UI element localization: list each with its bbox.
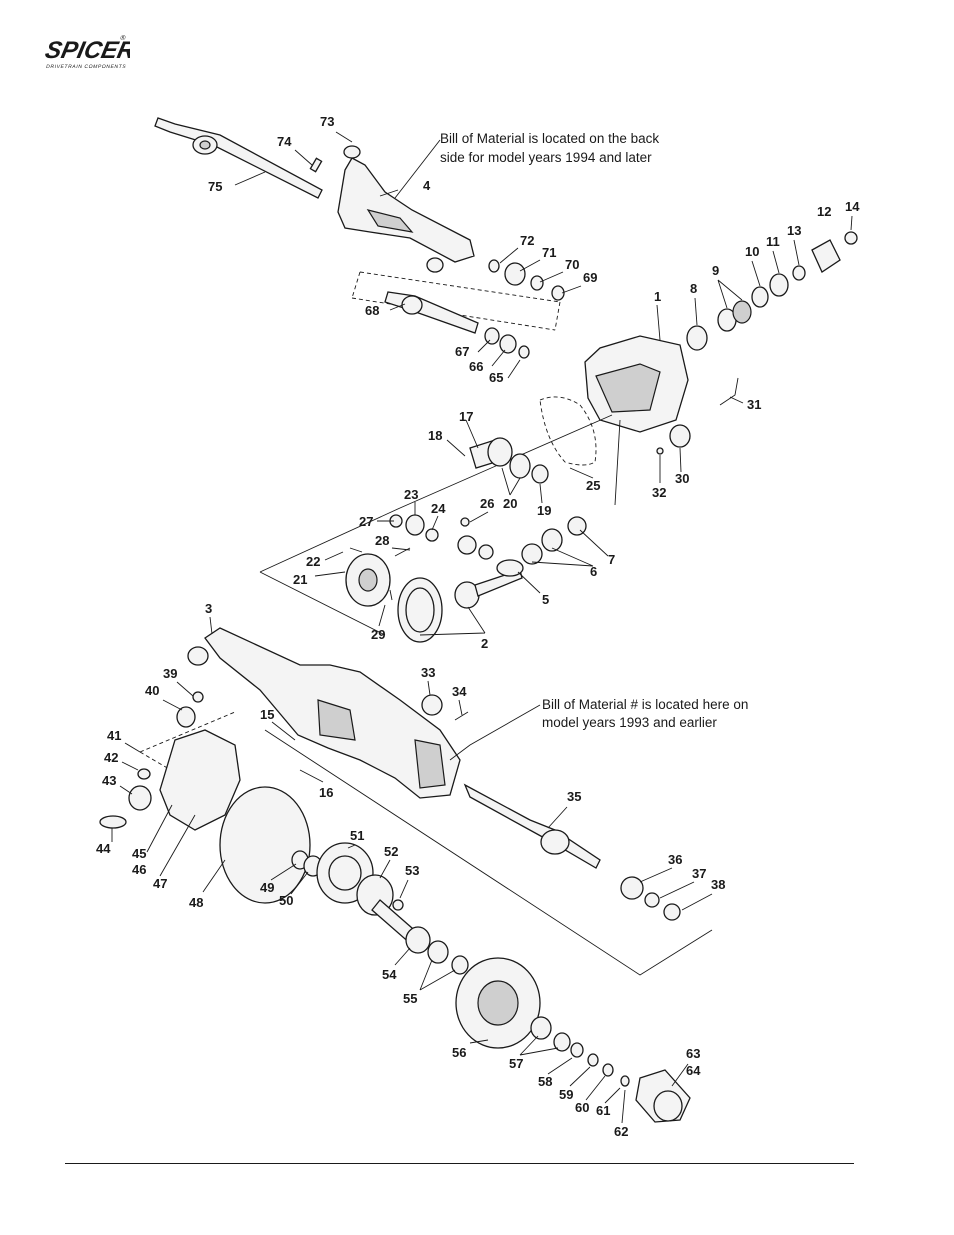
callout-56: 56 [452,1045,466,1060]
footer-rule [65,1163,854,1164]
callout-64: 64 [686,1063,701,1078]
callout-60: 60 [575,1100,589,1115]
callout-7: 7 [608,552,615,567]
callout-10: 10 [745,244,759,259]
callout-69: 69 [583,270,597,285]
spicer-logo: SPICER ® DRIVETRAIN COMPONENTS [43,34,130,70]
note-1993-line1: Bill of Material # is located here on [542,697,748,712]
callout-labels: 1 2 3 4 5 6 7 8 9 10 11 13 12 14 15 16 1… [96,114,860,1139]
callout-6: 6 [590,564,597,579]
callout-73: 73 [320,114,334,129]
callout-42: 42 [104,750,118,765]
callout-71: 71 [542,245,556,260]
callout-5: 5 [542,592,549,607]
callout-31: 31 [747,397,761,412]
callout-44: 44 [96,841,111,856]
callout-3: 3 [205,601,212,616]
callout-1: 1 [654,289,661,304]
callout-45: 45 [132,846,146,861]
left-axle-shaft-assembly [154,117,475,273]
callout-20: 20 [503,496,517,511]
callout-66: 66 [469,359,483,374]
callout-54: 54 [382,967,397,982]
differential-internals [259,414,621,643]
callout-37: 37 [692,866,706,881]
callout-4: 4 [423,178,431,193]
callout-55: 55 [403,991,417,1006]
callout-72: 72 [520,233,534,248]
callout-19: 19 [537,503,551,518]
callout-59: 59 [559,1087,573,1102]
callout-14: 14 [845,199,860,214]
callout-65: 65 [489,370,503,385]
callout-48: 48 [189,895,203,910]
callout-38: 38 [711,877,725,892]
callout-61: 61 [596,1103,610,1118]
callout-46: 46 [132,862,146,877]
callout-8: 8 [690,281,697,296]
callout-11: 11 [766,234,780,249]
callout-34: 34 [452,684,467,699]
differential-carrier-housing [584,231,858,455]
callout-12-13: 13 [787,223,801,238]
note-1993-leader [449,704,541,761]
callout-70: 70 [565,257,579,272]
callout-17: 17 [459,409,473,424]
callout-9: 9 [712,263,719,278]
callout-40: 40 [145,683,159,698]
note-1994-leader [394,139,441,199]
logo-registered-mark: ® [119,34,127,42]
callout-16: 16 [319,785,333,800]
inner-axle-shaft-assembly [351,259,565,359]
callout-29: 29 [371,627,385,642]
callout-52: 52 [384,844,398,859]
axle-housing [187,627,469,799]
callout-50: 50 [279,893,293,908]
knuckle-hub-assembly [99,691,713,1123]
callout-63: 63 [686,1046,700,1061]
callout-49: 49 [260,880,274,895]
callout-41: 41 [107,728,121,743]
callout-58: 58 [538,1074,552,1089]
callout-12: 12 [817,204,831,219]
cover-gasket [539,396,597,466]
callout-39: 39 [163,666,177,681]
callout-35: 35 [567,789,581,804]
callout-68: 68 [365,303,379,318]
callout-57: 57 [509,1056,523,1071]
callout-75: 75 [208,179,222,194]
callout-15: 15 [260,707,274,722]
callout-32: 32 [652,485,666,500]
callout-36: 36 [668,852,682,867]
callout-23: 23 [404,487,418,502]
note-1993-line2: model years 1993 and earlier [542,715,717,730]
callout-43: 43 [102,773,116,788]
callout-28: 28 [375,533,389,548]
callout-18: 18 [428,428,442,443]
logo-tagline: DRIVETRAIN COMPONENTS [46,64,127,70]
callout-25: 25 [586,478,600,493]
callout-67: 67 [455,344,469,359]
callout-33: 33 [421,665,435,680]
callout-22: 22 [306,554,320,569]
callout-26: 26 [480,496,494,511]
callout-21: 21 [293,572,307,587]
callout-74: 74 [277,134,292,149]
callout-24: 24 [431,501,446,516]
callout-27: 27 [359,514,373,529]
callout-leaders [111,131,853,1124]
note-1994-line2: side for model years 1994 and later [440,150,652,165]
callout-2: 2 [481,636,488,651]
logo-wordmark: SPICER [43,37,130,64]
callout-62: 62 [614,1124,628,1139]
callout-30: 30 [675,471,689,486]
note-1994-line1: Bill of Material is located on the back [440,131,659,146]
callout-53: 53 [405,863,419,878]
callout-47: 47 [153,876,167,891]
callout-51: 51 [350,828,364,843]
right-axle-shaft-assembly [463,783,681,921]
